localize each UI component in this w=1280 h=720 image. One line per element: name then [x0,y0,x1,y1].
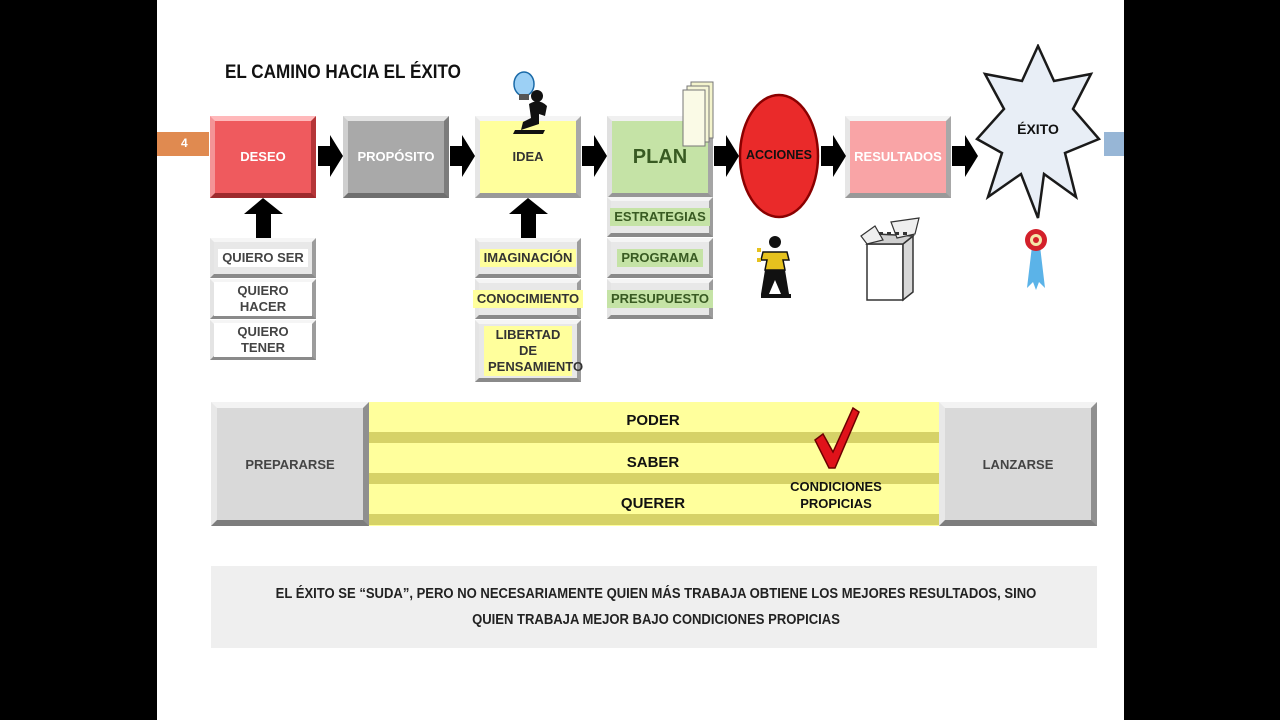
prepararse-box: PREPARARSE [211,402,369,526]
acciones-label: ACCIONES [746,148,812,163]
slide: 4 EL CAMINO HACIA EL ÉXITO DESEO PROPÓSI… [157,0,1124,720]
document-stack-icon [682,81,714,147]
deseo-label: DESEO [240,148,286,164]
arrow-idea-plan [582,135,607,177]
band-saber: SABER [626,454,680,471]
deseo-item-2: QUIERO HACER [210,279,316,319]
deseo-item-1: QUIERO SER [210,238,316,278]
quote-text: EL ÉXITO SE “SUDA”, PERO NO NECESARIAMEN… [275,586,1037,628]
deseo-item-3: QUIERO TENER [210,320,316,360]
arrow-acciones-resultados [821,135,846,177]
lanzarse-box: LANZARSE [939,402,1097,526]
idea-box: IDEA [475,116,581,198]
arrow-plan-acciones [714,135,739,177]
conditions-band [369,402,939,526]
plan-label: PLAN [632,145,688,168]
idea-item-1: IMAGINACIÓN [475,238,581,278]
arrow-deseo-proposito [318,135,343,177]
plan-item-2: PROGRAMA [607,238,713,278]
prepararse-label: PREPARARSE [245,456,335,472]
slide-title: EL CAMINO HACIA EL ÉXITO [225,62,461,83]
checkmark-icon [814,406,860,469]
band-querer: QUERER [620,495,686,512]
arrow-proposito-idea [450,135,475,177]
page-number: 4 [157,132,209,156]
right-edge-tab [1104,132,1124,156]
deseo-box: DESEO [210,116,316,198]
lanzarse-label: LANZARSE [982,456,1054,472]
runner-icon [757,236,791,298]
band-poder: PODER [626,412,680,429]
quote-box: EL ÉXITO SE “SUDA”, PERO NO NECESARIAMEN… [211,566,1097,648]
resultados-label: RESULTADOS [854,148,942,164]
proposito-box: PROPÓSITO [343,116,449,198]
plan-item-3: PRESUPUESTO [607,279,714,319]
open-box-icon [860,217,920,302]
resultados-box: RESULTADOS [845,116,951,198]
condiciones-propicias-label: CONDICIONES PROPICIAS [790,479,882,511]
plan-item-1: ESTRATEGIAS [607,197,713,237]
acciones-circle [738,93,820,219]
lightbulb-thinker-icon [513,71,547,134]
arrow-up-idea [509,198,548,240]
idea-label: IDEA [512,148,544,164]
exito-label: ÉXITO [1017,121,1059,138]
idea-item-2: CONOCIMIENTO [472,279,584,319]
arrow-resultados-exito [952,135,978,177]
arrow-up-deseo [244,198,283,240]
exito-star-shape [975,44,1101,219]
proposito-label: PROPÓSITO [357,148,435,164]
award-ribbon-icon [1025,229,1047,290]
flow-arrows [244,135,978,240]
idea-item-3: LIBERTAD DE PENSAMIENTO [475,320,583,382]
